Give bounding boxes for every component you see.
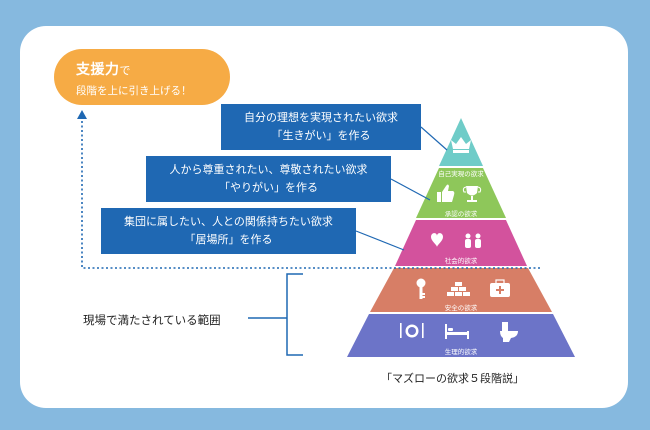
callout-line2: 「やりがい」を作る — [219, 181, 318, 194]
crown-icon — [451, 137, 471, 153]
level-label-esteem: 承認の欲求 — [444, 210, 478, 218]
callout-pointer-3 — [355, 230, 405, 251]
callout-line2: 「生きがい」を作る — [271, 129, 371, 142]
key-icon — [416, 278, 426, 299]
callout-line1: 人から尊重されたい、尊敬されたい欲求 — [169, 163, 368, 176]
pyramid-level-esteem — [416, 168, 506, 218]
thumbs-up-icon — [437, 184, 455, 202]
support-pill-subtitle: 段階を上に引き上げる！ — [76, 85, 192, 97]
callout-pointer-2 — [390, 178, 431, 201]
plate-cutlery-icon — [400, 323, 424, 338]
support-pill-title: 支援力 — [76, 62, 120, 78]
pyramid-level-physiological — [347, 314, 575, 357]
support-pill: 支援力で 段階を上に引き上げる！ — [54, 49, 230, 105]
support-arrowhead — [77, 110, 87, 119]
level-label-safety: 安全の欲求 — [444, 304, 478, 312]
pyramid-level-social — [395, 220, 527, 266]
callout-self-actualization: 自分の理想を実現されたい欲求 「生きがい」を作る — [221, 104, 421, 150]
heart-icon — [431, 233, 443, 247]
callout-esteem: 人から尊重されたい、尊敬されたい欲求 「やりがい」を作る — [146, 156, 391, 202]
diagram-caption: 「マズローの欲求５段階説」 — [381, 372, 524, 385]
bed-icon — [445, 324, 469, 339]
level-label-self-actualization: 自己実現の欲求 — [438, 170, 484, 178]
callout-line1: 自分の理想を実現されたい欲求 — [244, 111, 398, 124]
support-pill-title-suffix: で — [119, 64, 131, 77]
range-bracket — [286, 273, 303, 356]
people-icon — [465, 233, 481, 248]
gold-bars-icon — [447, 282, 470, 296]
callout-line1: 集団に属したい、人との関係持ちたい欲求 — [124, 215, 333, 228]
trophy-icon — [462, 186, 482, 202]
support-dotted-line — [81, 118, 540, 269]
callout-belonging: 集団に属したい、人との関係持ちたい欲求 「居場所」を作る — [101, 208, 356, 254]
range-label: 現場で満たされている範囲 — [83, 313, 221, 327]
callout-pointer-1 — [420, 126, 448, 151]
first-aid-kit-icon — [490, 279, 510, 297]
callout-line2: 「居場所」を作る — [184, 233, 273, 246]
level-label-physiological: 生理的欲求 — [444, 348, 478, 356]
level-label-social: 社会的欲求 — [444, 257, 478, 265]
toilet-icon — [500, 322, 518, 342]
